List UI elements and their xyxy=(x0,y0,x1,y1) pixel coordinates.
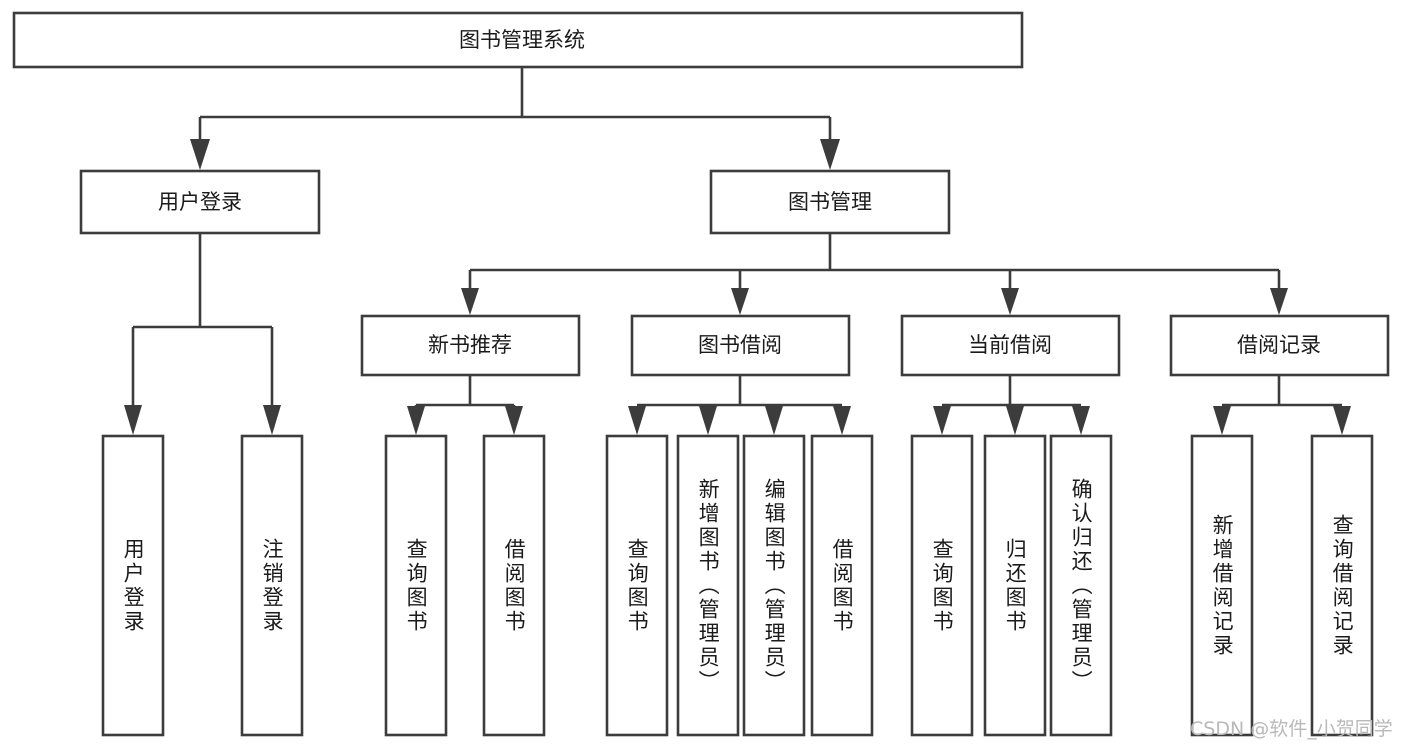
node-box-leaf-query-borrow-record[interactable] xyxy=(1310,434,1374,737)
node-box-leaf-query-book-current[interactable] xyxy=(910,434,974,737)
arrowhead-leaf-query-book-borrow xyxy=(628,406,646,435)
node-box-leaf-borrow-book[interactable] xyxy=(810,434,874,737)
node-label-root: 图书管理系统 xyxy=(459,28,585,52)
node-label-borrow-record: 借阅记录 xyxy=(1237,333,1321,357)
node-box-root[interactable] xyxy=(12,11,1024,69)
arrowhead-leaf-borrow-book-rec xyxy=(505,406,523,435)
node-box-user-login[interactable] xyxy=(79,169,321,235)
node-label-user-login: 用户登录 xyxy=(158,190,242,214)
node-box-leaf-edit-book-admin[interactable] xyxy=(742,434,806,737)
node-box-new-book-recommend[interactable] xyxy=(360,314,581,377)
node-box-leaf-user-login[interactable] xyxy=(101,434,165,737)
node-box-borrow-record[interactable] xyxy=(1169,314,1390,377)
arrowhead-new-book-recommend xyxy=(461,288,479,315)
node-box-book-manage[interactable] xyxy=(709,169,951,235)
arrowhead-leaf-add-book-admin xyxy=(699,406,717,435)
arrowhead-leaf-edit-book-admin xyxy=(765,406,783,435)
node-label-book-borrow: 图书借阅 xyxy=(698,333,782,357)
node-label-current-borrow: 当前借阅 xyxy=(968,333,1052,357)
node-box-leaf-user-logout[interactable] xyxy=(240,434,304,737)
arrowhead-user-login xyxy=(190,139,210,170)
arrowhead-leaf-user-login xyxy=(124,405,142,435)
csdn-watermark: CSDN @软件_小贺同学 xyxy=(1190,718,1393,740)
node-label-book-manage: 图书管理 xyxy=(788,190,872,214)
arrowhead-leaf-return-book xyxy=(1006,406,1024,435)
arrowhead-leaf-query-book-rec xyxy=(407,406,425,435)
arrowhead-current-borrow xyxy=(1001,288,1019,315)
node-box-leaf-add-borrow-record[interactable] xyxy=(1190,434,1254,737)
node-box-leaf-query-book-borrow[interactable] xyxy=(605,434,669,737)
arrowhead-leaf-query-borrow-record xyxy=(1333,406,1351,435)
arrowhead-borrow-record xyxy=(1270,288,1288,315)
node-label-new-book-recommend: 新书推荐 xyxy=(428,333,512,357)
node-box-leaf-confirm-return-admin[interactable] xyxy=(1049,434,1113,737)
node-layer: 图书管理系统 用户登录 图书管理 新书推荐 图书借阅 当前借阅 借阅记录 xyxy=(12,11,1390,737)
arrowhead-leaf-borrow-book xyxy=(833,406,851,435)
connector-layer xyxy=(124,67,1351,435)
arrowhead-leaf-query-book-current xyxy=(933,406,951,435)
node-box-leaf-borrow-book-rec[interactable] xyxy=(482,434,546,737)
arrowhead-leaf-confirm-return-admin xyxy=(1072,406,1090,435)
arrowhead-book-manage xyxy=(820,139,840,170)
node-box-leaf-query-book-rec[interactable] xyxy=(384,434,448,737)
node-box-leaf-add-book-admin[interactable] xyxy=(676,434,740,737)
node-box-leaf-return-book[interactable] xyxy=(983,434,1047,737)
node-box-book-borrow[interactable] xyxy=(630,314,851,377)
arrowhead-leaf-add-borrow-record xyxy=(1213,406,1231,435)
node-box-current-borrow[interactable] xyxy=(900,314,1121,377)
arrowhead-book-borrow xyxy=(731,288,749,315)
arrowhead-leaf-user-logout xyxy=(263,405,281,435)
